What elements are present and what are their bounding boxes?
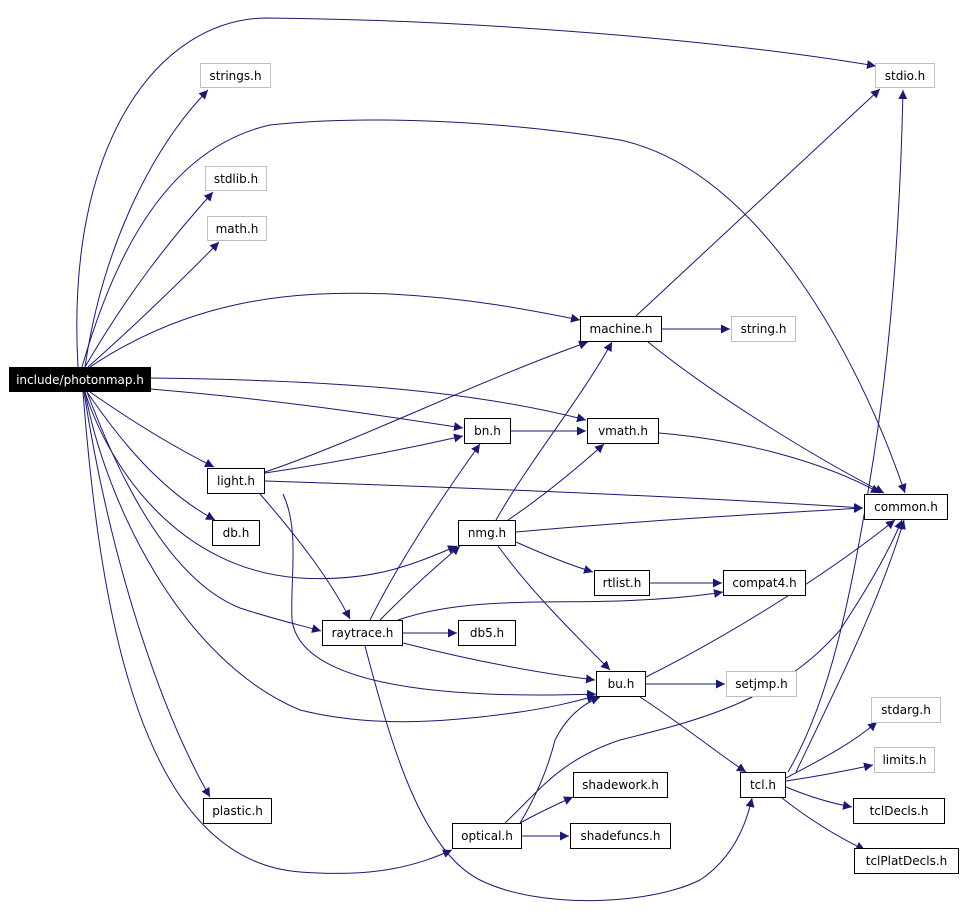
node-common-h[interactable]: common.h: [864, 494, 948, 520]
node-stdio-h: stdio.h: [875, 63, 935, 88]
edge-light-to-machine: [264, 340, 589, 473]
edge-machine-to-common: [647, 341, 885, 494]
node-bu-h[interactable]: bu.h: [596, 671, 646, 697]
edge-photonmap-to-optical: [82, 391, 453, 874]
edge-optical-to-shadework: [519, 796, 574, 824]
edge-photonmap-to-light: [89, 391, 215, 468]
node-stdlib-h: stdlib.h: [205, 166, 267, 191]
node-raytrace-h[interactable]: raytrace.h: [322, 620, 403, 646]
edge-photonmap-to-stdio: [76, 17, 877, 368]
node-tclplatdecls-h[interactable]: tclPlatDecls.h: [854, 848, 959, 874]
edge-vmath-to-common: [658, 432, 881, 494]
edge-optical-to-bu: [519, 696, 601, 824]
edge-raytrace-to-nmg: [379, 545, 461, 621]
node-db5-h[interactable]: db5.h: [458, 620, 516, 646]
edge-photonmap-to-bn: [149, 388, 464, 432]
edge-tcl-to-stdio: [787, 89, 908, 773]
edge-nmg-to-rtlist: [515, 541, 594, 574]
edge-light-to-raytrace: [259, 493, 351, 620]
edge-bu-to-common: [645, 519, 896, 678]
node-db-h[interactable]: db.h: [212, 520, 260, 546]
node-limits-h: limits.h: [874, 747, 935, 773]
node-stdarg-h: stdarg.h: [871, 697, 941, 723]
edge-optical-to-common: [504, 519, 903, 824]
edge-tcl-to-common: [795, 519, 906, 773]
node-tcldecls-h[interactable]: tclDecls.h: [853, 798, 945, 824]
edge-photonmap-to-raytrace: [86, 391, 322, 633]
node-bn-h[interactable]: bn.h: [464, 418, 511, 444]
edge-tcl-to-stdarg: [785, 721, 878, 779]
edge-raytrace-to-tcl: [364, 645, 755, 902]
node-rtlist-h[interactable]: rtlist.h: [594, 570, 650, 596]
edge-photonmap-to-common: [81, 119, 907, 494]
edge-nmg-to-vmath: [507, 443, 605, 521]
node-nmg-h[interactable]: nmg.h: [458, 520, 516, 546]
node-math-h: math.h: [207, 216, 267, 241]
node-compat4-h[interactable]: compat4.h: [723, 570, 806, 596]
node-optical-h[interactable]: optical.h: [452, 823, 522, 849]
edge-light-to-bn: [264, 433, 464, 474]
edge-light-to-bu: [282, 493, 597, 699]
edge-tcl-to-tclDecls: [785, 786, 853, 810]
edge-light-to-common: [264, 480, 864, 512]
node-setjmp-h: setjmp.h: [726, 671, 797, 697]
node-strings-h: strings.h: [200, 63, 271, 88]
node-shadework-h[interactable]: shadework.h: [573, 772, 668, 798]
node-plastic-h[interactable]: plastic.h: [203, 798, 272, 824]
node-light-h[interactable]: light.h: [207, 468, 265, 494]
node-photonmap-h: include/photonmap.h: [9, 367, 151, 392]
edge-bu-to-tcl: [639, 696, 747, 773]
edge-machine-to-stdio: [635, 88, 881, 317]
edge-nmg-to-common: [515, 504, 864, 533]
edge-photonmap-to-vmath: [149, 377, 587, 423]
edge-raytrace-to-compat4: [397, 589, 724, 621]
node-tcl-h[interactable]: tcl.h: [740, 772, 786, 798]
node-shadefuncs-h[interactable]: shadefuncs.h: [570, 823, 671, 849]
edge-tcl-to-tclPlatDecls: [781, 797, 866, 851]
node-string-h: string.h: [731, 316, 796, 342]
edge-nmg-to-machine: [495, 341, 613, 521]
node-vmath-h[interactable]: vmath.h: [587, 418, 659, 444]
edge-photonmap-to-stdlib: [84, 191, 214, 368]
edge-photonmap-to-bu: [84, 391, 597, 723]
edge-raytrace-to-bu: [402, 642, 596, 684]
edge-nmg-to-bu: [497, 545, 611, 671]
edge-tcl-to-limits: [785, 762, 874, 782]
edge-photonmap-to-strings: [84, 89, 209, 368]
edge-photonmap-to-machine: [89, 292, 581, 368]
edge-photonmap-to-math: [87, 241, 220, 368]
edge-photonmap-to-plastic: [83, 391, 211, 798]
edge-raytrace-to-bn: [369, 443, 481, 621]
edge-photonmap-to-db: [86, 391, 216, 521]
node-machine-h[interactable]: machine.h: [580, 316, 662, 342]
